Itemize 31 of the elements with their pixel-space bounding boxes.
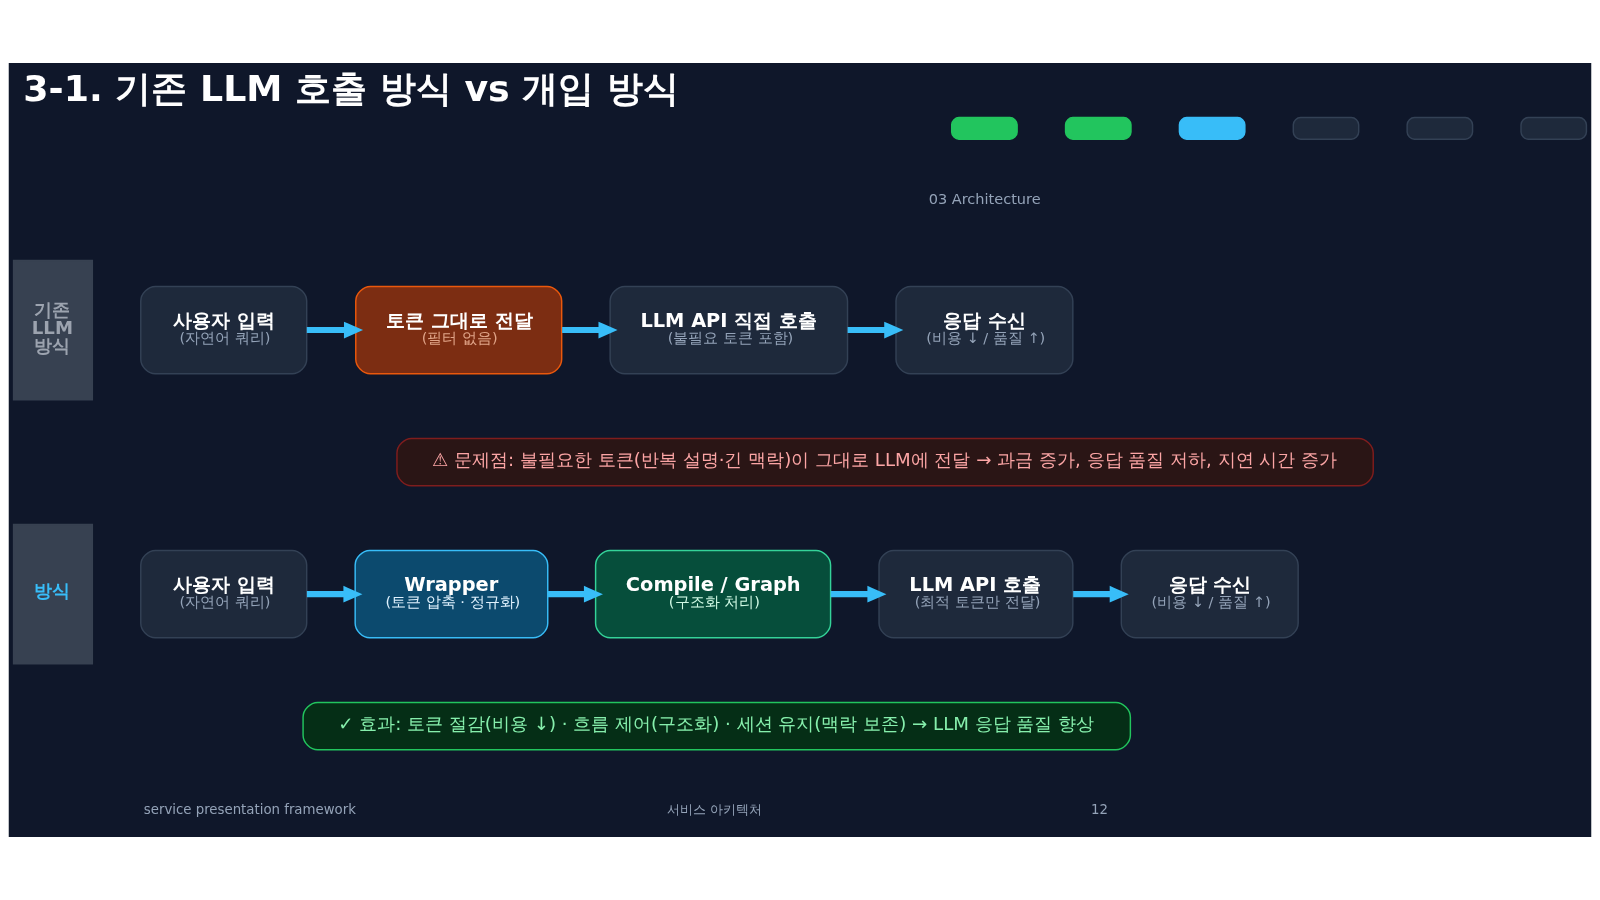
arrow (306, 585, 363, 603)
arrow (306, 321, 363, 339)
node-bar (1520, 116, 1588, 141)
node-box: ⚠ 문제점: 불필요한 토큰(반복 설명·긴 맥락)이 그대로 LLM에 전달 → 과금 증가, 응답 품질 저하, 지연 시간 증가 (396, 437, 1374, 487)
node-bar (1064, 116, 1132, 141)
node-box: 기존 LLM 방식 (12, 259, 94, 401)
node-box: 사용자 입력 (자연어 쿼리) (140, 285, 308, 375)
node-box: Compile / Graph (구조화 처리) (594, 549, 832, 639)
node-box: ✓ 효과: 토큰 절감(비용 ↓) · 흐름 제어(구조화) · 세션 유지(맥락 보존) → LLM 응답 품질 향상 (302, 701, 1132, 751)
arrow (830, 585, 887, 603)
arrow (1073, 585, 1129, 603)
label: service presentation framework (143, 801, 356, 817)
arrow (562, 321, 618, 339)
node-box: 토큰 그대로 전달 (필터 없음) (355, 285, 563, 375)
node-box: 사용자 입력 (자연어 쿼리) (140, 549, 308, 639)
arrow (847, 321, 904, 339)
label: 12 (1091, 801, 1108, 817)
diagram-title: 3-1. 기존 LLM 호출 방식 vs 개입 방식 (23, 66, 679, 110)
node-box: 응답 수신 (비용 ↓ / 품질 ↑) (1120, 549, 1299, 639)
node-bar (951, 116, 1018, 141)
node-bar (1406, 116, 1474, 141)
node-box: LLM API 직접 호출 (불필요 토큰 포함) (609, 285, 849, 375)
node-box: 응답 수신 (비용 ↓ / 품질 ↑) (895, 285, 1074, 375)
node-box: 방식 (12, 523, 94, 665)
node-box: Wrapper (토큰 압축 · 정규화) (354, 549, 549, 639)
node-bar (1178, 116, 1246, 141)
label: 03 Architecture (928, 190, 1041, 207)
label: 서비스 아키텍처 (667, 801, 763, 817)
arrow (548, 585, 603, 603)
node-box: LLM API 호출 (최적 토큰만 전달) (878, 549, 1074, 639)
node-bar (1292, 116, 1360, 141)
